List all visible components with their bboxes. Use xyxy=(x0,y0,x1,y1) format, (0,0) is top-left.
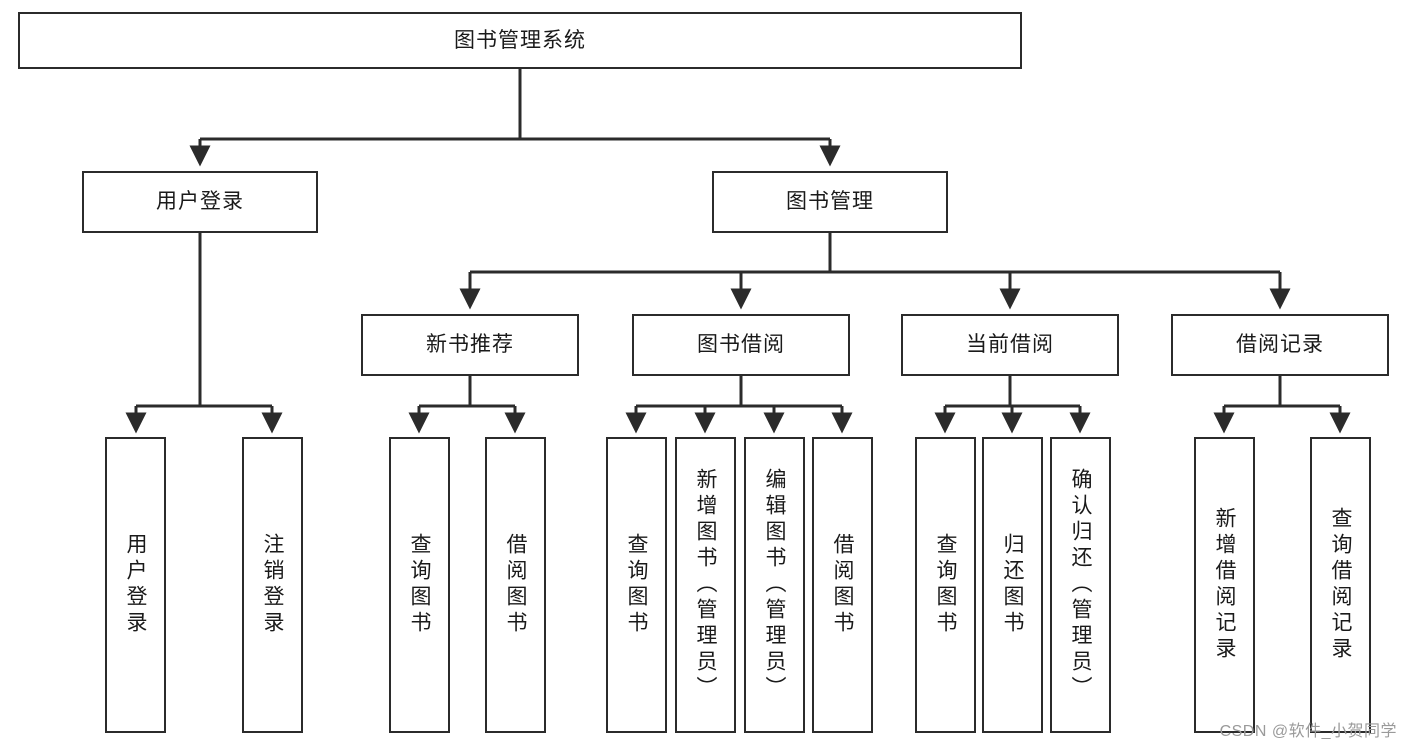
node-leaf-user-login-label: 用户登录 xyxy=(124,533,147,637)
node-leaf-return-book[interactable]: 归还图书 xyxy=(982,437,1043,733)
node-leaf-confirm-return-label: 确认归还（管理员） xyxy=(1069,468,1092,702)
node-borrow-record[interactable]: 借阅记录 xyxy=(1171,314,1389,376)
node-leaf-query-record[interactable]: 查询借阅记录 xyxy=(1310,437,1371,733)
node-new-book-rec[interactable]: 新书推荐 xyxy=(361,314,579,376)
node-borrow-record-label: 借阅记录 xyxy=(1236,333,1324,357)
node-leaf-edit-book-label: 编辑图书（管理员） xyxy=(763,468,786,702)
node-leaf-query-book-rec[interactable]: 查询图书 xyxy=(389,437,450,733)
node-leaf-add-book-label: 新增图书（管理员） xyxy=(694,468,717,702)
node-leaf-logout-label: 注销登录 xyxy=(261,533,284,637)
node-current-borrow[interactable]: 当前借阅 xyxy=(901,314,1119,376)
node-leaf-query-book-borrow-label: 查询图书 xyxy=(625,533,648,637)
node-new-book-rec-label: 新书推荐 xyxy=(426,333,514,357)
node-leaf-query-book-borrow[interactable]: 查询图书 xyxy=(606,437,667,733)
node-leaf-add-book[interactable]: 新增图书（管理员） xyxy=(675,437,736,733)
node-leaf-user-login[interactable]: 用户登录 xyxy=(105,437,166,733)
node-book-borrow[interactable]: 图书借阅 xyxy=(632,314,850,376)
node-root-label: 图书管理系统 xyxy=(454,28,586,52)
node-leaf-confirm-return[interactable]: 确认归还（管理员） xyxy=(1050,437,1111,733)
node-leaf-borrow-book-rec-label: 借阅图书 xyxy=(504,533,527,637)
node-leaf-query-record-label: 查询借阅记录 xyxy=(1329,507,1352,663)
node-user-login[interactable]: 用户登录 xyxy=(82,171,318,233)
node-root[interactable]: 图书管理系统 xyxy=(18,12,1022,69)
node-book-borrow-label: 图书借阅 xyxy=(697,333,785,357)
node-user-login-label: 用户登录 xyxy=(156,190,244,214)
node-book-manage-label: 图书管理 xyxy=(786,190,874,214)
node-leaf-edit-book[interactable]: 编辑图书（管理员） xyxy=(744,437,805,733)
node-leaf-query-book-cur[interactable]: 查询图书 xyxy=(915,437,976,733)
node-leaf-add-record-label: 新增借阅记录 xyxy=(1213,507,1236,663)
node-leaf-query-book-cur-label: 查询图书 xyxy=(934,533,957,637)
node-leaf-borrow-book-rec[interactable]: 借阅图书 xyxy=(485,437,546,733)
node-leaf-borrow-book[interactable]: 借阅图书 xyxy=(812,437,873,733)
node-leaf-borrow-book-label: 借阅图书 xyxy=(831,533,854,637)
node-current-borrow-label: 当前借阅 xyxy=(966,333,1054,357)
node-leaf-add-record[interactable]: 新增借阅记录 xyxy=(1194,437,1255,733)
node-leaf-logout[interactable]: 注销登录 xyxy=(242,437,303,733)
node-leaf-query-book-rec-label: 查询图书 xyxy=(408,533,431,637)
node-leaf-return-book-label: 归还图书 xyxy=(1001,533,1024,637)
node-book-manage[interactable]: 图书管理 xyxy=(712,171,948,233)
